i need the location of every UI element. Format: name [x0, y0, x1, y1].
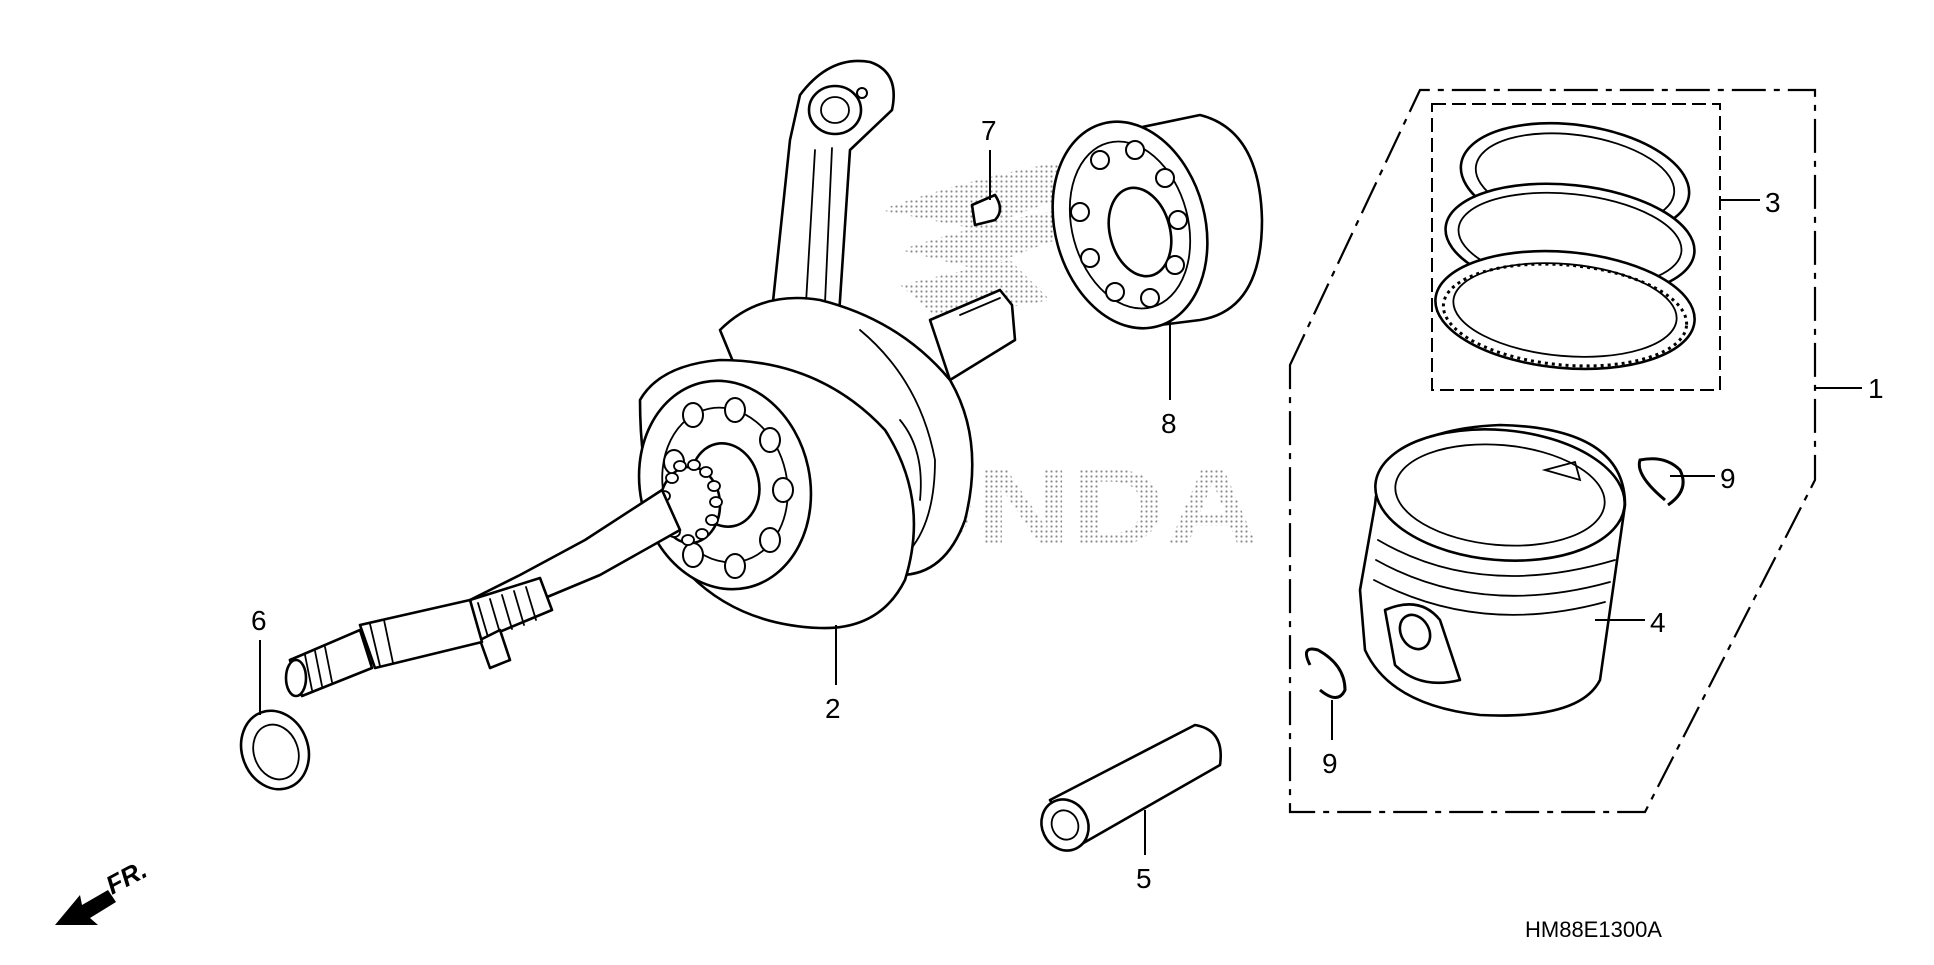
- front-arrow-icon: [55, 890, 116, 925]
- piston-rings-frame: [1431, 103, 1721, 391]
- callout-9-right: 9: [1720, 463, 1736, 494]
- crankshaft: [284, 59, 1017, 698]
- pin-clip-right: [1637, 457, 1685, 507]
- leader-lines: [259, 150, 1862, 855]
- woodruff-key: [970, 193, 1002, 227]
- piston-set-frame: [1288, 88, 1817, 814]
- callout-3: 3: [1765, 187, 1781, 218]
- callout-5: 5: [1136, 863, 1152, 894]
- piston-pin: [1040, 723, 1223, 852]
- piston-rings: [1434, 121, 1696, 371]
- pin-clip-left: [1304, 647, 1347, 699]
- callout-6: 6: [251, 605, 267, 636]
- figure-code: HM88E1300A: [1525, 917, 1662, 942]
- callout-9-left: 9: [1322, 748, 1338, 779]
- washer: [239, 709, 311, 791]
- callout-8: 8: [1161, 408, 1177, 439]
- callout-1: 1: [1868, 373, 1884, 404]
- ball-bearing: [1051, 113, 1264, 330]
- front-indicator: FR.: [55, 854, 152, 925]
- callout-7: 7: [981, 115, 997, 146]
- callout-4: 4: [1650, 607, 1666, 638]
- piston: [1358, 423, 1627, 717]
- callout-2: 2: [825, 693, 841, 724]
